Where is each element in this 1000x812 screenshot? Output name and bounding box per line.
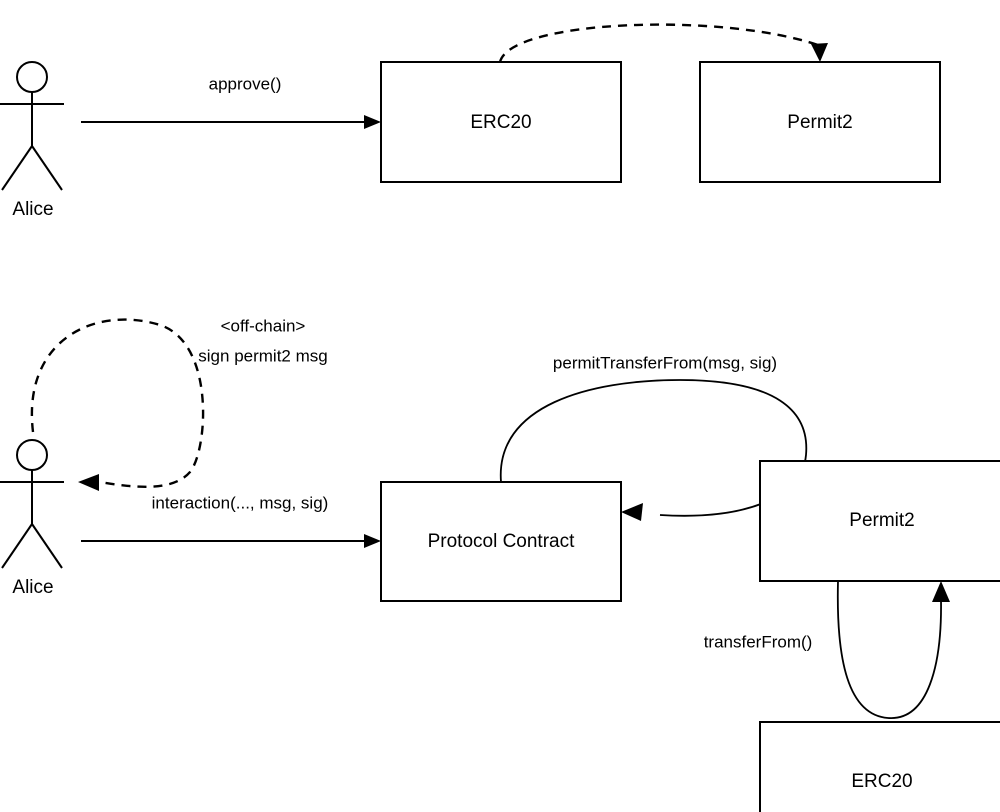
edge-approve: approve() (81, 74, 381, 129)
offchain-loop-path (30, 318, 205, 489)
permit-transfer-from-arrow-head-icon (621, 503, 643, 521)
edge-offchain-label-line1: <off-chain> (221, 316, 306, 335)
edge-permit-transfer-from-label: permitTransferFrom(msg, sig) (553, 353, 777, 372)
node-permit2-top-rect[interactable] (699, 61, 941, 183)
node-permit2-mid[interactable]: Permit2 (759, 460, 1000, 582)
node-permit2-mid-label: Permit2 (849, 510, 914, 531)
approval-arc-arrow-head-icon (811, 43, 828, 62)
node-erc20-bottom[interactable]: ERC20 (759, 721, 1000, 812)
interaction-arrow-head-icon (364, 534, 381, 548)
transfer-from-arrow-head-icon (932, 581, 950, 602)
node-protocol-contract[interactable]: Protocol Contract (380, 481, 622, 602)
edge-interaction: interaction(..., msg, sig) (81, 493, 381, 548)
offchain-loop-arrow-head-icon (78, 474, 99, 491)
node-erc20-bottom-label: ERC20 (851, 771, 912, 792)
actor-alice-bottom: Alice (0, 439, 64, 598)
alice-bottom-right-leg-line (31, 523, 63, 569)
actor-alice-top-label: Alice (12, 199, 53, 220)
alice-left-leg-line (1, 145, 33, 191)
edge-approval-arc (498, 23, 828, 63)
edge-approve-label: approve() (209, 74, 282, 93)
alice-head-icon (16, 61, 48, 93)
actor-alice-top: Alice (0, 61, 64, 220)
node-erc20-top[interactable]: ERC20 (380, 61, 622, 183)
edge-interaction-label: interaction(..., msg, sig) (152, 493, 329, 512)
edge-offchain-label-line2: sign permit2 msg (198, 346, 327, 365)
edge-transfer-from: transferFrom() (704, 580, 950, 719)
node-erc20-top-label: ERC20 (470, 112, 531, 133)
approval-arc-path (498, 23, 819, 63)
approve-arrow-head-icon (364, 115, 381, 129)
node-protocol-contract-label: Protocol Contract (428, 531, 576, 552)
node-permit2-top[interactable]: Permit2 (699, 61, 941, 183)
transfer-from-path (836, 580, 942, 719)
node-protocol-contract-rect[interactable] (380, 481, 622, 602)
node-erc20-bottom-rect[interactable] (759, 721, 1000, 812)
edge-offchain-signature: <off-chain> sign permit2 msg (30, 316, 328, 491)
actor-alice-bottom-label: Alice (12, 577, 53, 598)
node-erc20-top-rect[interactable] (380, 61, 622, 183)
alice-bottom-head-icon (16, 439, 48, 471)
node-permit2-top-label: Permit2 (787, 112, 852, 133)
edge-transfer-from-label: transferFrom() (704, 632, 813, 651)
node-permit2-mid-rect[interactable] (759, 460, 1000, 582)
alice-right-leg-line (31, 145, 63, 191)
alice-bottom-left-leg-line (1, 523, 33, 569)
